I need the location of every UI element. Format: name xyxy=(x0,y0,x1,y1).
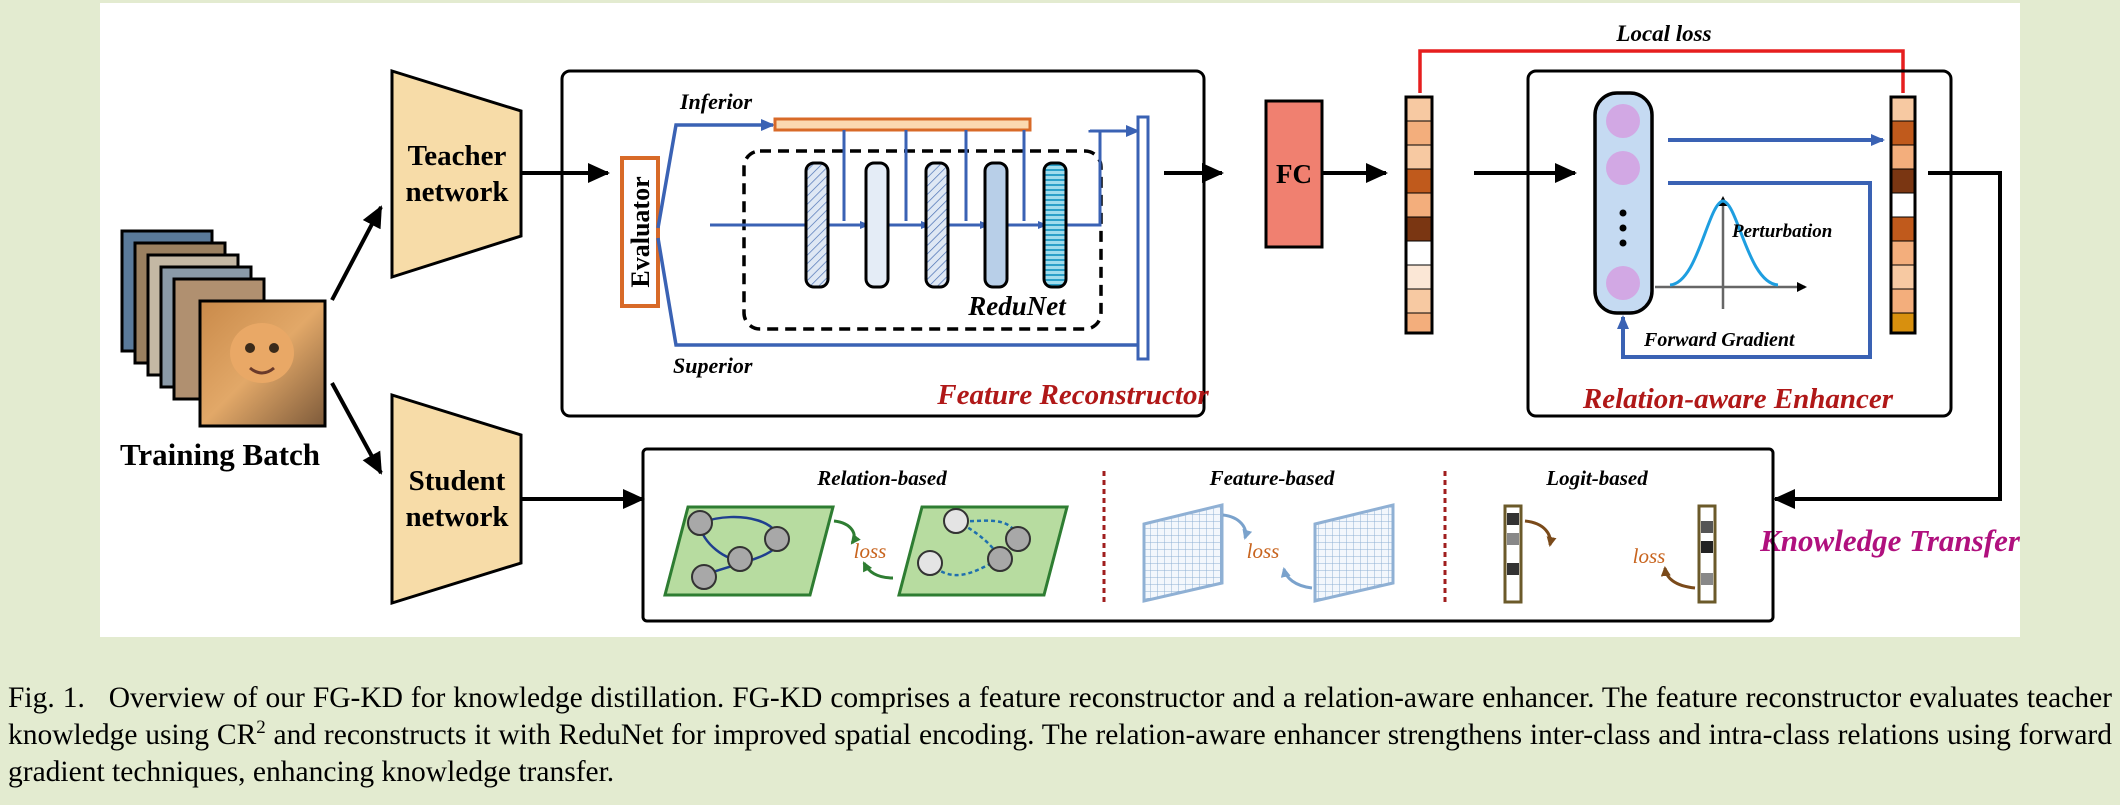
enhancer-to-transfer-arrow xyxy=(1773,171,2002,509)
figure-panel: Training Batch Teacher network Student n… xyxy=(100,3,2020,637)
logit-loss-label: loss xyxy=(1633,544,1666,568)
student-label-line1: Student xyxy=(409,465,506,497)
orange-feature-bar xyxy=(773,117,1032,132)
relation-aware-enhancer-box xyxy=(1526,69,1953,418)
caption-prefix: Fig. 1. xyxy=(8,682,85,714)
caption-text-a: Overview of our FG-KD for knowledge dist… xyxy=(8,682,2113,751)
teacher-network-block xyxy=(390,68,523,280)
feature-reconstructor-label: Feature Reconstructor xyxy=(936,379,1209,411)
redunet-layer-5 xyxy=(1042,161,1068,289)
caption-superscript: 2 xyxy=(256,717,266,739)
student-logit-column xyxy=(1697,504,1717,604)
inferior-path xyxy=(656,119,775,229)
training-batch-images xyxy=(120,229,327,428)
enhancer-network-column xyxy=(1593,91,1654,315)
forward-gradient-label: Forward Gradient xyxy=(1643,329,1796,351)
inferior-label: Inferior xyxy=(679,89,753,114)
relation-aware-enhancer-label: Relation-aware Enhancer xyxy=(1582,383,1894,415)
teacher-relation-graph xyxy=(663,505,835,597)
evaluator-label: Evaluator xyxy=(626,176,655,287)
logit-based-label: Logit-based xyxy=(1545,466,1648,490)
neuron-node xyxy=(1606,104,1640,138)
evaluator-block xyxy=(620,156,660,308)
redunet-layer-4 xyxy=(983,161,1009,289)
relation-loss-label: loss xyxy=(854,539,887,563)
overview-diagram: Training Batch Teacher network Student n… xyxy=(120,21,2020,623)
training-batch-label: Training Batch xyxy=(120,437,320,472)
redunet-layer-2 xyxy=(864,161,890,289)
fc-label: FC xyxy=(1276,159,1312,189)
knowledge-transfer-box xyxy=(641,447,1775,623)
superior-label: Superior xyxy=(673,353,753,378)
reconstructed-feature-bar xyxy=(1136,115,1150,361)
feature-loss-label: loss xyxy=(1247,539,1280,563)
feature-reconstructor-box xyxy=(560,69,1206,418)
student-label-line2: network xyxy=(405,501,509,533)
fc-layer-block xyxy=(1264,99,1324,249)
perturbation-gaussian-plot xyxy=(1655,196,1807,309)
neuron-node xyxy=(1606,266,1640,300)
batch-to-teacher-arrow xyxy=(330,205,383,301)
student-network-block xyxy=(390,392,523,606)
caption-text-b: and reconstructs it with ReduNet for imp… xyxy=(8,719,2113,788)
student-feature-map xyxy=(1313,503,1395,603)
student-relation-graph xyxy=(897,505,1069,597)
forward-gradient-path xyxy=(1617,181,1872,359)
redunet-label: ReduNet xyxy=(967,291,1067,321)
local-loss-label: Local loss xyxy=(1615,21,1711,46)
superior-path xyxy=(656,237,1138,347)
feature-based-label: Feature-based xyxy=(1209,466,1335,490)
relation-based-label: Relation-based xyxy=(816,466,947,490)
redunet-layer-3 xyxy=(924,161,950,289)
teacher-logit-vector xyxy=(1405,96,1433,334)
redunet-connectors xyxy=(842,129,1138,221)
knowledge-transfer-label: Knowledge Transfer xyxy=(1759,523,2020,558)
batch-to-student-arrow xyxy=(330,382,383,475)
neuron-node xyxy=(1606,151,1640,185)
teacher-logit-column xyxy=(1503,504,1523,604)
teacher-label-line1: Teacher xyxy=(408,140,507,172)
redunet-layer-1 xyxy=(804,161,830,289)
figure-caption: Fig. 1. Overview of our FG-KD for knowle… xyxy=(8,680,2112,791)
redunet-box xyxy=(742,149,1103,331)
teacher-label-line2: network xyxy=(405,176,509,208)
enhanced-logit-vector xyxy=(1890,96,1916,334)
teacher-feature-map xyxy=(1142,503,1224,603)
perturbation-label: Perturbation xyxy=(1731,221,1832,242)
